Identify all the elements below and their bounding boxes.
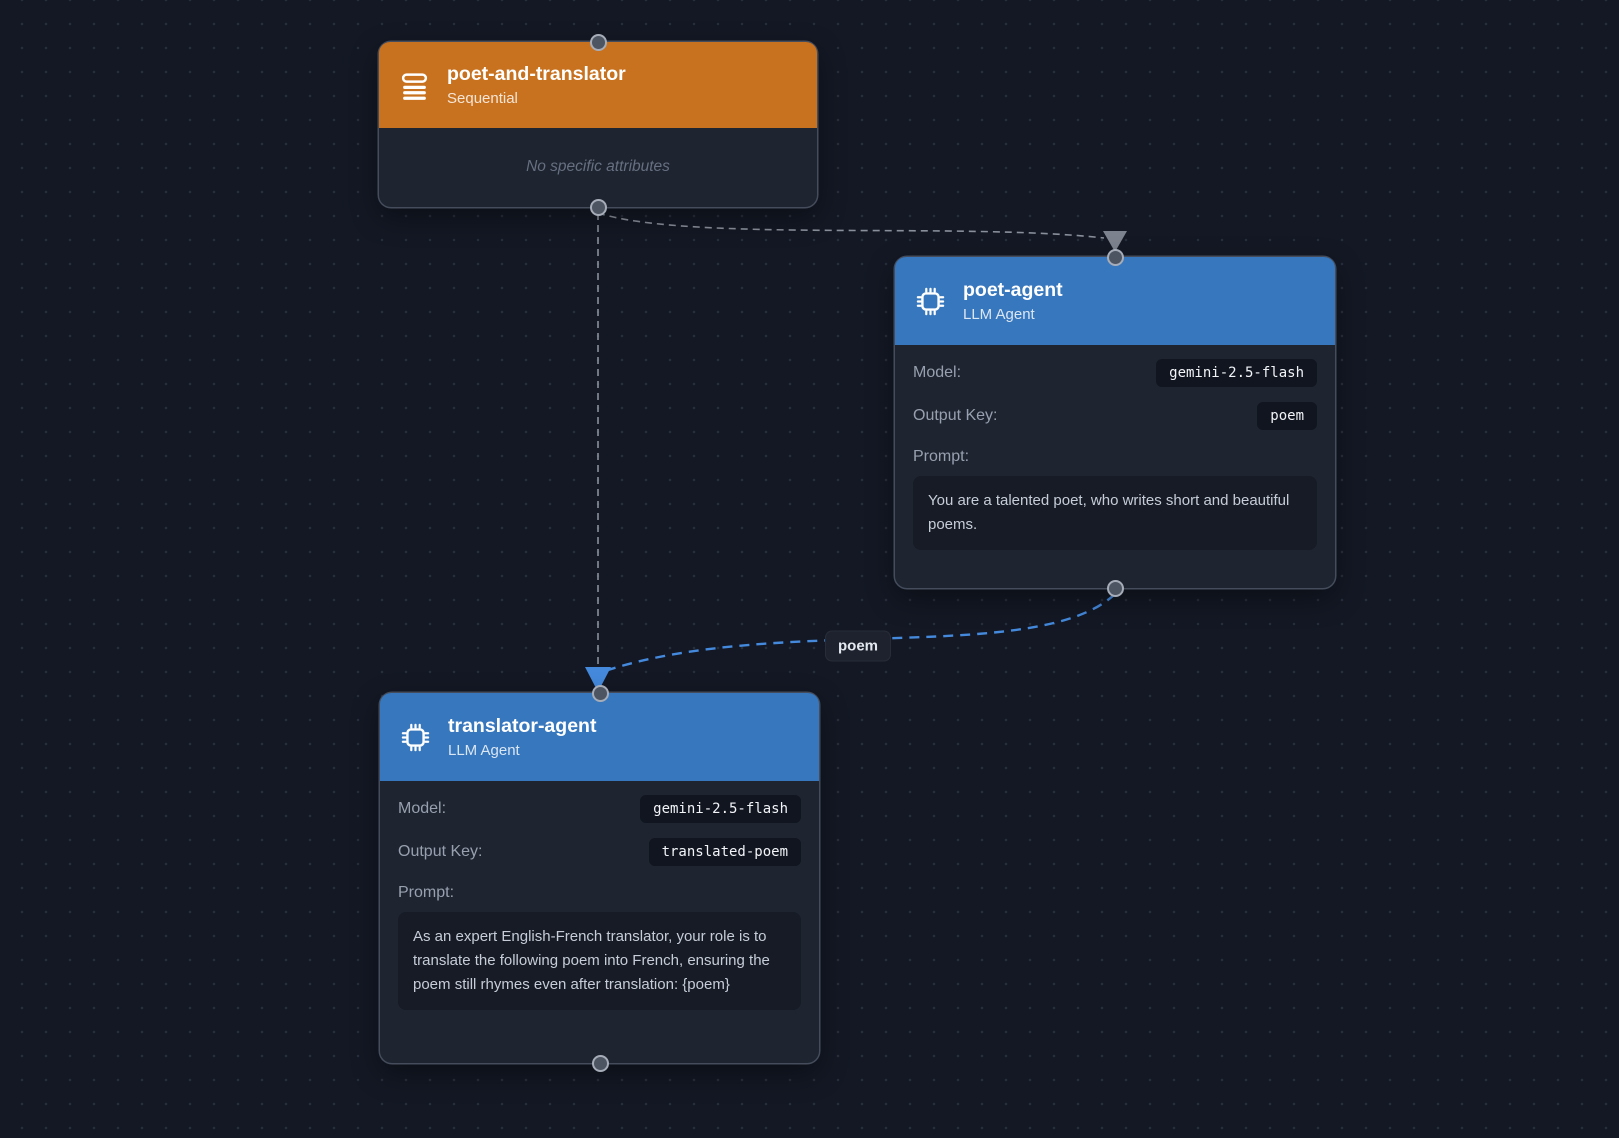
edge-label-poem[interactable]: poem [824,630,892,662]
output-key-value: poem [1257,402,1317,430]
node-subtitle: Sequential [447,89,518,107]
output-key-label: Output Key: [398,843,483,860]
node-title: poet-agent [963,279,1063,302]
node-translator-agent[interactable]: translator-agent LLM Agent Model: gemini… [380,684,819,1072]
node-body: Model: gemini-2.5-flash Output Key: poem… [895,345,1335,564]
model-value: gemini-2.5-flash [1156,359,1317,387]
output-key-field-row: Output Key: poem [913,401,1317,431]
node-header-translator-agent: translator-agent LLM Agent [380,693,819,781]
model-field-row: Model: gemini-2.5-flash [398,794,801,824]
target-handle-poet-and-translator[interactable] [590,33,607,51]
prompt-text: As an expert English-French translator, … [398,912,801,1010]
node-poet-and-translator[interactable]: poet-and-translator Sequential No specif… [379,33,817,216]
source-handle-poet-agent[interactable] [1107,579,1124,597]
node-header-poet-and-translator: poet-and-translator Sequential [379,42,817,128]
node-title: poet-and-translator [447,63,626,86]
model-value: gemini-2.5-flash [640,795,801,823]
node-body: No specific attributes [379,128,817,207]
node-poet-agent[interactable]: poet-agent LLM Agent Model: gemini-2.5-f… [895,248,1335,597]
model-label: Model: [398,800,447,817]
cpu-chip-icon [915,286,946,317]
node-subtitle: LLM Agent [448,741,520,759]
queue-list-icon [399,70,430,101]
model-field-row: Model: gemini-2.5-flash [913,358,1317,388]
output-key-field-row: Output Key: translated-poem [398,837,801,867]
node-title: translator-agent [448,715,597,738]
model-label: Model: [913,364,962,381]
source-handle-translator-agent[interactable] [591,1054,609,1072]
node-header-poet-agent: poet-agent LLM Agent [895,257,1335,345]
node-subtitle: LLM Agent [963,305,1035,323]
output-key-label: Output Key: [913,407,998,424]
prompt-text: You are a talented poet, who writes shor… [913,476,1317,550]
cpu-chip-icon [400,722,431,753]
no-attributes-note: No specific attributes [526,158,670,175]
target-handle-poet-agent[interactable] [1107,248,1124,266]
prompt-label: Prompt: [398,884,455,901]
edge-sequential-to-poet-agent[interactable] [597,212,1105,239]
target-handle-translator-agent[interactable] [591,684,609,702]
output-key-value: translated-poem [648,838,801,866]
node-body: Model: gemini-2.5-flash Output Key: tran… [380,781,819,1024]
source-handle-poet-and-translator[interactable] [590,198,607,216]
prompt-label: Prompt: [913,448,970,465]
edge-poet-agent-to-translator-agent[interactable] [607,593,1116,672]
